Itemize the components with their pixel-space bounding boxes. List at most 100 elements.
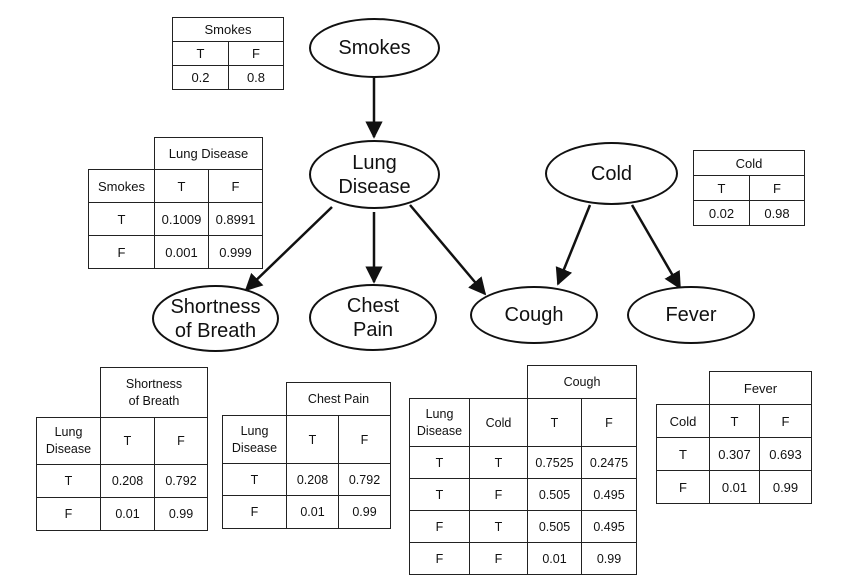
cpt-lung-disease-cond-1: F xyxy=(88,235,155,269)
cpt-lung-disease-f-0: 0.8991 xyxy=(208,202,263,236)
cpt-shortness-title-2: of Breath xyxy=(128,393,180,408)
cpt-shortness-header-f: F xyxy=(154,417,208,465)
cpt-smokes-value-f: 0.8 xyxy=(228,65,284,90)
cpt-shortness-cond-0: T xyxy=(36,464,101,498)
cpt-shortness-f-0: 0.792 xyxy=(154,464,208,498)
cpt-cough-c2-1: F xyxy=(469,478,528,511)
node-lung-disease-label-1: Lung xyxy=(352,151,397,174)
cpt-cough-title: Cough xyxy=(527,365,637,399)
cpt-chest-pain-f-1: 0.99 xyxy=(338,495,391,529)
cpt-shortness-parent-1: Lung xyxy=(54,425,83,439)
cpt-shortness-header-t: T xyxy=(100,417,155,465)
node-cough: Cough xyxy=(470,286,598,344)
edge-lung-disease-cough xyxy=(409,204,487,296)
cpt-cough-header-t: T xyxy=(527,398,582,447)
cpt-shortness-of-breath: Shortness of Breath Lung Disease T F T 0… xyxy=(36,367,208,531)
cpt-fever-t-1: 0.01 xyxy=(709,470,760,504)
cpt-chest-pain-t-0: 0.208 xyxy=(286,463,339,496)
cpt-chest-pain: Chest Pain Lung Disease T F T 0.208 0.79… xyxy=(222,382,391,529)
cpt-shortness-title: Shortness of Breath xyxy=(100,367,208,418)
cpt-cough-c2-2: T xyxy=(469,510,528,543)
cpt-cold-value-f: 0.98 xyxy=(749,200,805,226)
cpt-chest-pain-parent-2: Disease xyxy=(231,440,278,455)
cpt-cold-header-f: F xyxy=(749,175,805,201)
cpt-fever-cond-0: T xyxy=(656,437,710,471)
cpt-fever-cond-1: F xyxy=(656,470,710,504)
cpt-fever-t-0: 0.307 xyxy=(709,437,760,471)
cpt-cough: Cough Lung Disease Cold T F T T 0.7525 0… xyxy=(409,365,637,575)
cpt-cough-parent2: Cold xyxy=(469,398,528,447)
cpt-cough-parent1-1: Lung xyxy=(425,406,454,421)
cpt-smokes-header-t: T xyxy=(172,41,229,66)
cpt-cold: Cold T F 0.02 0.98 xyxy=(693,150,805,226)
cpt-cough-c1-1: T xyxy=(409,478,470,511)
cpt-fever-f-1: 0.99 xyxy=(759,470,812,504)
node-chest-pain: Chest Pain xyxy=(309,284,437,351)
cpt-cold-title: Cold xyxy=(693,150,805,176)
node-smokes-label: Smokes xyxy=(338,37,411,59)
cpt-chest-pain-parent: Lung Disease xyxy=(222,415,287,464)
edge-lung-disease-shortness xyxy=(244,206,333,292)
node-chest-pain-label-1: Chest xyxy=(346,294,400,317)
node-cold-label: Cold xyxy=(590,162,633,185)
cpt-chest-pain-header-t: T xyxy=(286,415,339,464)
cpt-shortness-parent: Lung Disease xyxy=(36,417,101,465)
cpt-chest-pain-header-f: F xyxy=(338,415,391,464)
cpt-lung-disease-parent: Smokes xyxy=(88,169,155,203)
cpt-cough-c1-2: F xyxy=(409,510,470,543)
cpt-shortness-title-1: Shortness xyxy=(125,376,183,391)
node-shortness-label-1: Shortness xyxy=(170,295,261,318)
cpt-cough-t-1: 0.505 xyxy=(527,478,582,511)
cpt-lung-disease: Lung Disease Smokes T F T 0.1009 0.8991 … xyxy=(88,137,263,269)
cpt-cough-c2-0: T xyxy=(469,446,528,479)
node-lung-disease-label-2: Disease xyxy=(338,175,411,198)
cpt-chest-pain-cond-1: F xyxy=(222,495,287,529)
cpt-chest-pain-cond-0: T xyxy=(222,463,287,496)
cpt-cough-f-2: 0.495 xyxy=(581,510,637,543)
cpt-shortness-f-1: 0.99 xyxy=(154,497,208,531)
cpt-lung-disease-cond-0: T xyxy=(88,202,155,236)
cpt-fever-title: Fever xyxy=(709,371,812,405)
cpt-chest-pain-f-0: 0.792 xyxy=(338,463,391,496)
edge-cold-cough xyxy=(555,204,592,286)
cpt-lung-disease-t-1: 0.001 xyxy=(154,235,209,269)
node-shortness-label-2: of Breath xyxy=(174,319,257,342)
cpt-shortness-t-0: 0.208 xyxy=(100,464,155,498)
cpt-shortness-t-1: 0.01 xyxy=(100,497,155,531)
cpt-chest-pain-t-1: 0.01 xyxy=(286,495,339,529)
cpt-fever-header-f: F xyxy=(759,404,812,438)
cpt-lung-disease-t-0: 0.1009 xyxy=(154,202,209,236)
cpt-cough-parent1: Lung Disease xyxy=(409,398,470,447)
node-fever-label: Fever xyxy=(665,304,717,326)
cpt-fever-parent: Cold xyxy=(656,404,710,438)
cpt-chest-pain-title: Chest Pain xyxy=(286,382,391,416)
cpt-cough-f-0: 0.2475 xyxy=(581,446,637,479)
cpt-shortness-cond-1: F xyxy=(36,497,101,531)
cpt-chest-pain-parent-1: Lung xyxy=(240,423,269,438)
node-smokes: Smokes xyxy=(309,18,440,78)
cpt-cough-f-1: 0.495 xyxy=(581,478,637,511)
cpt-cold-value-t: 0.02 xyxy=(693,200,750,226)
cpt-cold-header-t: T xyxy=(693,175,750,201)
node-fever: Fever xyxy=(627,286,755,344)
cpt-lung-disease-title: Lung Disease xyxy=(154,137,263,170)
cpt-cough-parent1-2: Disease xyxy=(416,423,463,438)
cpt-smokes: Smokes T F 0.2 0.8 xyxy=(172,17,284,90)
cpt-cough-t-0: 0.7525 xyxy=(527,446,582,479)
node-lung-disease: Lung Disease xyxy=(309,140,440,209)
cpt-shortness-parent-2: Disease xyxy=(45,442,92,456)
node-chest-pain-label-2: Pain xyxy=(352,318,394,341)
cpt-cough-t-2: 0.505 xyxy=(527,510,582,543)
node-cold: Cold xyxy=(545,142,678,205)
cpt-cough-header-f: F xyxy=(581,398,637,447)
edge-cold-fever xyxy=(630,204,682,290)
node-shortness-of-breath: Shortness of Breath xyxy=(152,285,279,352)
cpt-lung-disease-f-1: 0.999 xyxy=(208,235,263,269)
cpt-fever-header-t: T xyxy=(709,404,760,438)
cpt-cough-c1-0: T xyxy=(409,446,470,479)
node-cough-label: Cough xyxy=(504,304,564,326)
cpt-lung-disease-header-f: F xyxy=(208,169,263,203)
cpt-lung-disease-header-t: T xyxy=(154,169,209,203)
cpt-fever-f-0: 0.693 xyxy=(759,437,812,471)
